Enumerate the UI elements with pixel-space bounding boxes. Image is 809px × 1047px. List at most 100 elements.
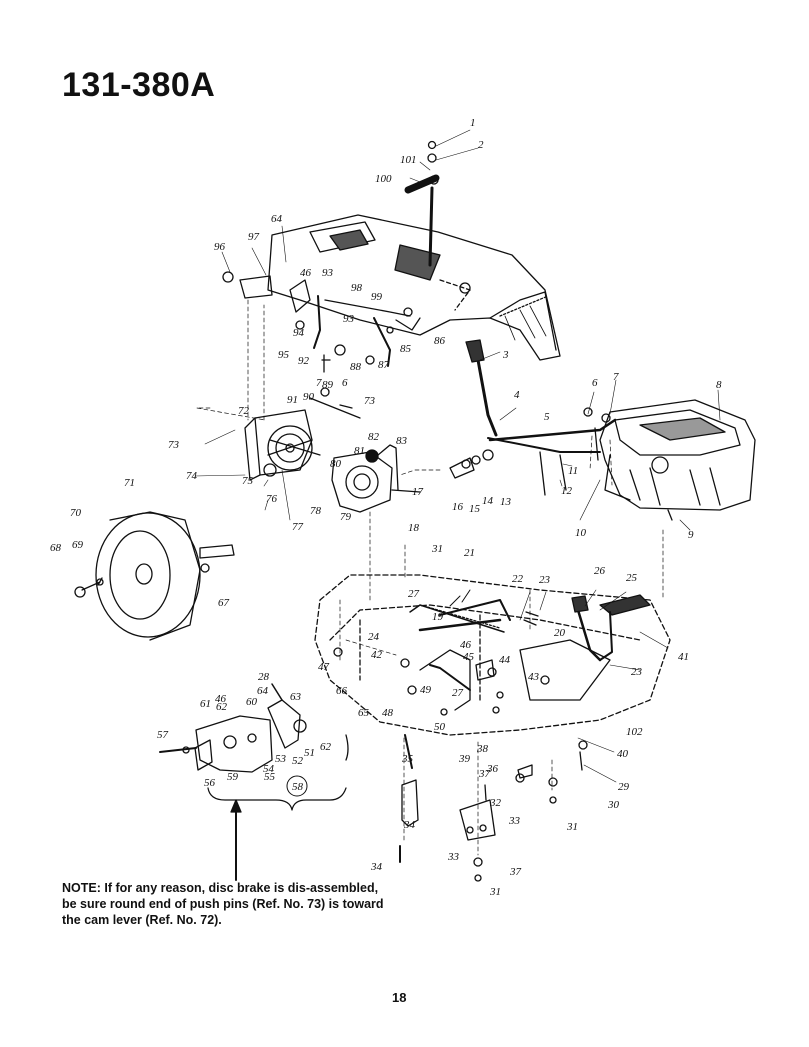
callout-label: 21: [464, 547, 475, 559]
drawing-strokes: [74, 129, 756, 882]
engine: [583, 399, 756, 521]
callout-label: 17: [412, 486, 424, 498]
callout-label: 5: [544, 411, 550, 423]
dash-panel: [267, 214, 561, 361]
model-number-title: 131-380A: [62, 66, 216, 104]
callout-label: 16: [452, 501, 464, 513]
callout-label: 35: [401, 753, 414, 765]
callout-label: 75: [242, 475, 254, 487]
callout-label: 68: [50, 542, 62, 554]
drive-pedal-linkage: [333, 589, 651, 804]
callout-label: 67: [218, 597, 230, 609]
callout-label: 9: [688, 529, 694, 541]
callout-label: 56: [204, 777, 216, 789]
callout-label: 63: [290, 691, 302, 703]
leader-lines: [196, 299, 664, 856]
callout-label: 85: [400, 343, 412, 355]
front-wheel: [74, 511, 235, 641]
brake-detail-group-50: [159, 683, 349, 881]
callout-label: 51: [304, 747, 315, 759]
callout-label: 93: [322, 267, 334, 279]
callout-label: 40: [617, 748, 629, 760]
callout-label: 80: [330, 458, 342, 470]
callout-label: 92: [298, 355, 310, 367]
brake-pedal-bracket: [399, 734, 533, 882]
callout-label: 82: [368, 431, 380, 443]
callout-label: 11: [568, 465, 578, 477]
callout-label: 48: [382, 707, 394, 719]
callout-label: 52: [292, 755, 304, 767]
transmission: [244, 387, 361, 481]
callout-label: 79: [340, 511, 352, 523]
callout-label: 89: [322, 379, 334, 391]
callout-label: 77: [292, 521, 304, 533]
callout-label: 8: [716, 379, 722, 391]
callout-label: 6: [592, 377, 598, 389]
callout-label: 14: [482, 495, 494, 507]
callout-label: 64: [271, 213, 283, 225]
callout-label: 25: [626, 572, 638, 584]
callout-label: 2: [478, 139, 484, 151]
callout-label: 60: [246, 696, 258, 708]
callout-label: 45: [463, 651, 475, 663]
page-number: 18: [392, 990, 407, 1005]
callout-label: 22: [512, 573, 524, 585]
callout-label: 57: [157, 729, 169, 741]
callout-label: 13: [500, 496, 512, 508]
callout-label: 90: [303, 391, 315, 403]
callout-label: 33: [447, 851, 460, 863]
callout-label: 94: [293, 327, 305, 339]
frame-chassis: [314, 574, 671, 736]
callout-label: 83: [396, 435, 408, 447]
callout-label: 65: [358, 707, 370, 719]
callout-label: 44: [499, 654, 511, 666]
callout-label: 98: [351, 282, 363, 294]
callout-label: 70: [70, 507, 82, 519]
callout-label: 55: [264, 771, 276, 783]
callout-label: 23: [631, 666, 643, 678]
callout-label: 73: [364, 395, 376, 407]
callout-label: 27: [452, 687, 464, 699]
callout-label: 59: [227, 771, 239, 783]
callout-label: 31: [489, 886, 501, 898]
callout-label: 41: [678, 651, 689, 663]
callout-label: 87: [378, 359, 390, 371]
callout-pointers: [194, 129, 721, 783]
callout-label: 37: [478, 768, 491, 780]
callout-label: 6: [342, 377, 348, 389]
callout-label: 95: [278, 349, 290, 361]
callout-label: 7: [316, 377, 322, 389]
callout-label: 31: [431, 543, 443, 555]
callout-label: 38: [476, 743, 489, 755]
callout-label: 10: [575, 527, 587, 539]
callout-label: 91: [287, 394, 298, 406]
callout-label: 15: [469, 503, 481, 515]
callout-label: 47: [318, 661, 330, 673]
callout-label: 49: [420, 684, 432, 696]
callout-label: 19: [432, 611, 444, 623]
callout-label: 31: [566, 821, 578, 833]
callout-label: 62: [216, 701, 228, 713]
callout-label: 69: [72, 539, 84, 551]
callout-label: 1: [470, 117, 476, 129]
callout-label: 28: [258, 671, 270, 683]
callout-label: 102: [626, 726, 643, 738]
callout-label: 4: [514, 389, 520, 401]
callout-label: 66: [336, 685, 348, 697]
callout-label: 62: [320, 741, 332, 753]
callout-label: 24: [368, 631, 380, 643]
callout-label: 26: [594, 565, 606, 577]
callout-label: 33: [508, 815, 521, 827]
callout-label: 29: [618, 781, 630, 793]
callout-label: 96: [214, 241, 226, 253]
callout-label: 88: [350, 361, 362, 373]
callout-label: 7: [613, 371, 619, 383]
callout-label: 50: [434, 721, 446, 733]
callout-label: 64: [257, 685, 269, 697]
callout-label: 58: [292, 781, 304, 793]
callout-label: 37: [509, 866, 522, 878]
callout-label: 86: [434, 335, 446, 347]
callout-label: 23: [539, 574, 551, 586]
